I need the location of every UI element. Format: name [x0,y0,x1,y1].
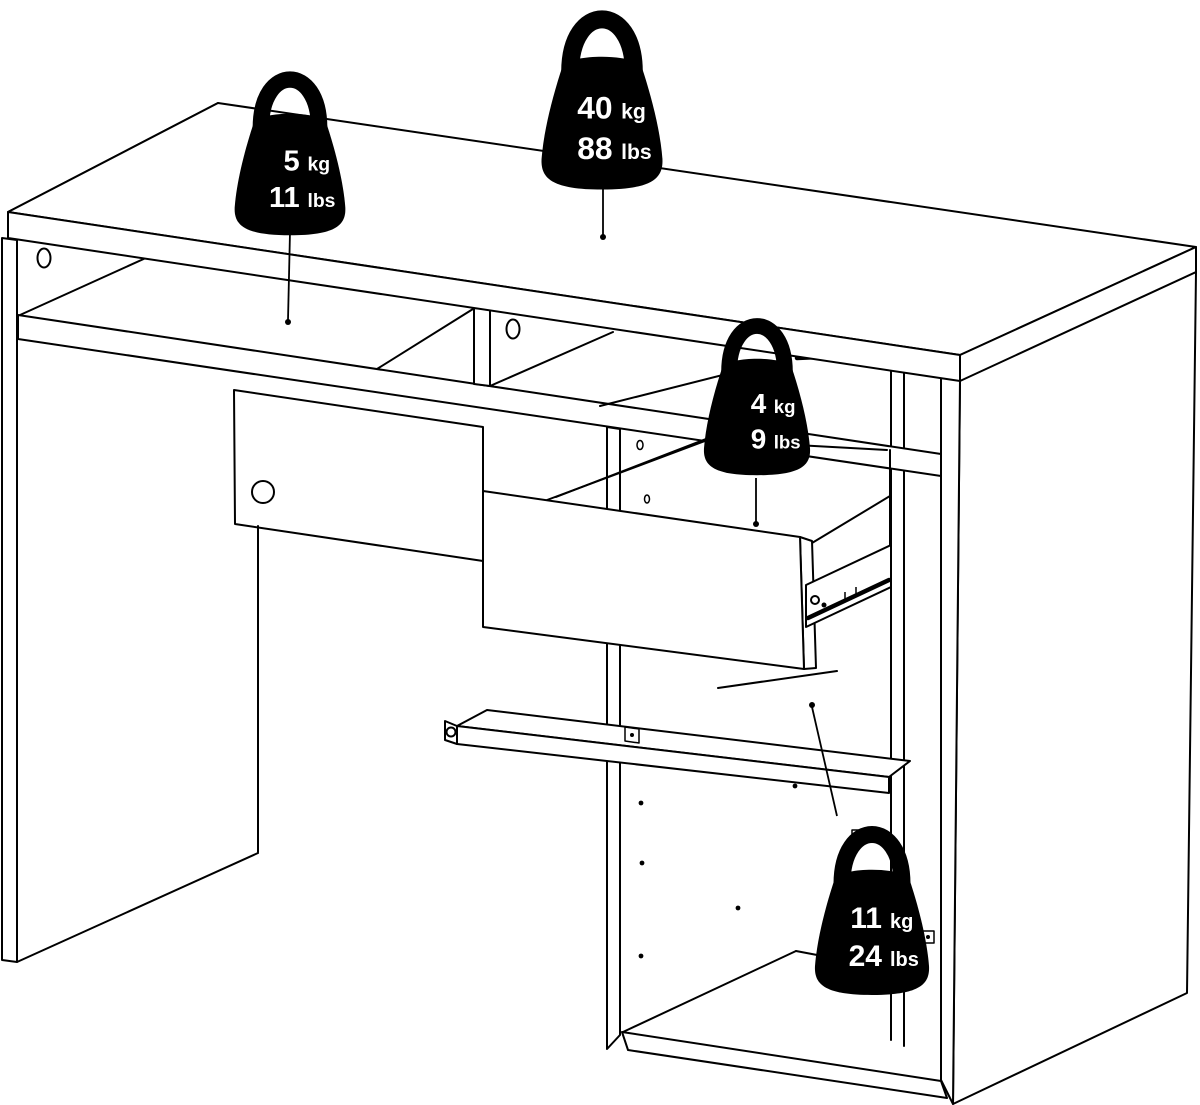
kg-unit: kg [774,396,796,417]
lbs-value: 11 [269,182,300,214]
shelf-pin-hole [639,860,645,866]
kg-value: 11 [850,902,882,935]
kettlebell-body-icon [814,869,930,995]
weight-badge-desktop: 40 kg 88 lbs [541,10,663,190]
pointer-lines [285,178,838,817]
shelf-pin-hole [735,905,741,911]
kg-unit: kg [621,100,646,123]
shelf-pin-hole [638,953,644,959]
lbs-unit: lbs [774,431,801,452]
lbs-value: 88 [577,130,612,166]
shelf-pin-hole [638,800,644,806]
lbs-value: 24 [849,940,883,973]
right-side-panel [940,271,1197,1105]
kg-value: 40 [577,89,612,125]
lbs-unit: lbs [890,949,919,971]
drawer-slide-rail [805,544,892,628]
cable-hole [251,480,275,504]
kettlebell-body-icon [234,113,346,236]
lbs-unit: lbs [307,190,335,212]
cam-hole [36,247,52,269]
cam-hole [643,494,651,504]
cabinet-bottom-panel [621,1031,948,1099]
weight-badge-lower-shelf: 11 kg 24 lbs [814,826,930,995]
lbs-unit: lbs [621,141,652,164]
lbs-value: 9 [751,423,767,454]
drawer [482,436,892,689]
kettlebell-handle-icon [561,10,643,81]
modesty-panel [233,389,484,853]
drawer-front [482,490,805,670]
pointer-open-shelf [287,231,291,321]
kettlebell-body-icon [703,358,811,476]
kg-value: 5 [284,145,300,177]
kettlebell-handle-icon [833,826,911,893]
kettlebell-handle-icon [252,71,328,136]
cam-hole [636,439,644,451]
shelf-clip [624,726,640,744]
pointer-lower-shelf [811,706,838,817]
weight-badge-drawer: 4 kg 9 lbs [703,318,811,476]
kg-unit: kg [307,153,330,175]
shelf-pin-hole [792,783,798,789]
kg-unit: kg [890,911,913,933]
kettlebell-body-icon [541,56,663,190]
kg-value: 4 [751,388,767,419]
compartment-divider [473,307,491,387]
lower-shelf [444,709,911,794]
cam-hole [505,318,521,340]
weight-badge-open-shelf: 5 kg 11 lbs [234,71,346,236]
bracket-hole [445,726,457,738]
kettlebell-handle-icon [721,318,793,380]
